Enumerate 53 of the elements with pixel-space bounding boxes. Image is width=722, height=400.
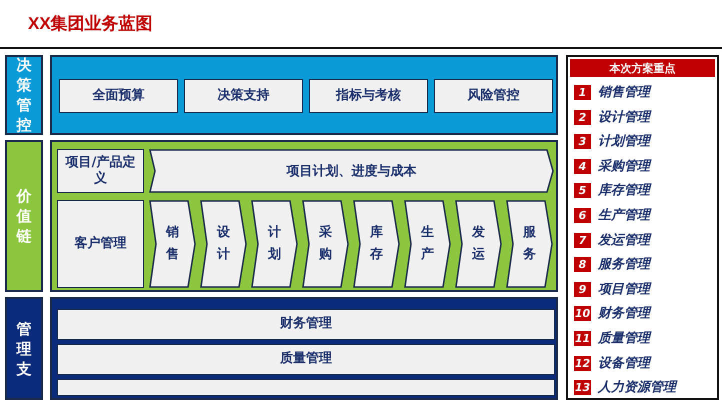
module-box: 财务管理: [57, 309, 555, 340]
list-item-text: 设计管理: [598, 108, 650, 126]
number-badge: 3: [574, 134, 591, 150]
module-box: 质量管理: [57, 344, 555, 375]
module-box: 决策支持: [184, 79, 303, 113]
module-box: 指标与考核: [309, 79, 428, 113]
list-item-text: 生产管理: [598, 206, 650, 224]
list-item-text: 项目管理: [598, 280, 650, 298]
number-badge: 7: [574, 232, 591, 248]
module-box: 风险管控: [434, 79, 553, 113]
value-chain-step: 生产: [404, 200, 451, 288]
list-item-text: 人力资源管理: [598, 379, 676, 396]
list-item-text: 计划管理: [598, 133, 650, 150]
value-chain-step: 采购: [302, 200, 349, 288]
number-badge: 8: [574, 257, 591, 272]
layer-panel: [50, 297, 558, 400]
number-badge: 4: [574, 158, 591, 174]
value-chain-step: 销售: [149, 200, 196, 288]
number-badge: 6: [574, 208, 591, 223]
value-chain-step: 设计: [200, 200, 247, 288]
list-item-text: 设备管理: [598, 354, 650, 372]
module-box: 项目/产品定义: [57, 149, 144, 193]
list-item-text: 发运管理: [598, 232, 650, 249]
list-item-text: 服务管理: [598, 256, 650, 274]
number-badge: 11: [574, 331, 591, 346]
value-chain-step: 服务: [506, 200, 553, 288]
number-badge: 12: [574, 356, 591, 371]
number-badge: 5: [574, 183, 591, 198]
list-item-text: 财务管理: [598, 305, 650, 322]
number-badge: 10: [574, 306, 591, 322]
value-chain-step: 库存: [353, 200, 400, 288]
diagram-title: XX集团业务蓝图: [28, 13, 153, 35]
module-box: 客户管理: [57, 200, 144, 288]
layer-panel: [50, 55, 558, 135]
layer-panel: [50, 140, 558, 292]
layer-label: 价值链: [5, 140, 43, 292]
number-badge: 1: [574, 85, 591, 100]
number-badge: 9: [574, 282, 591, 297]
module-box: [57, 379, 555, 396]
value-chain-step: 计划: [251, 200, 298, 288]
value-chain-step: 项目计划、进度与成本: [149, 149, 554, 193]
layer-label: 决策管控: [5, 55, 43, 135]
number-badge: 2: [574, 110, 591, 125]
panel-heading: 本次方案重点: [570, 59, 715, 77]
number-badge: 13: [574, 380, 591, 396]
list-item-text: 采购管理: [598, 158, 650, 175]
list-item-text: 库存管理: [598, 182, 650, 200]
module-box: 全面预算: [59, 79, 178, 113]
highlights-panel: [566, 55, 719, 400]
value-chain-step: 发运: [455, 200, 502, 288]
list-item-text: 质量管理: [598, 330, 650, 347]
layer-label: 管理支: [5, 297, 43, 400]
list-item-text: 销售管理: [598, 84, 650, 101]
